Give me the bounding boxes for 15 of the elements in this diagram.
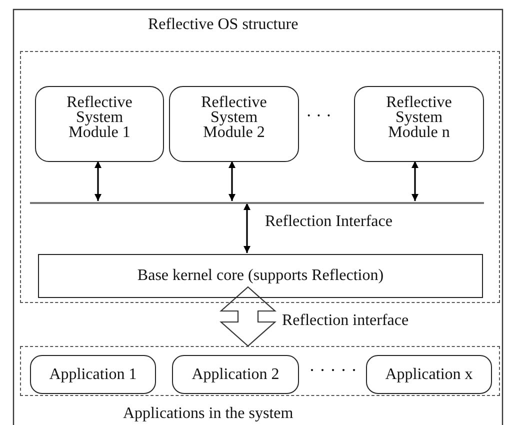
application-box: Application x (366, 355, 492, 394)
double-arrow (244, 203, 250, 253)
bus-line (30, 202, 484, 204)
double-arrow (94, 161, 102, 201)
application-box: Application 2 (172, 355, 299, 394)
double-arrow (412, 161, 418, 201)
double-arrow (228, 161, 236, 201)
kernel-box: Base kernel core (supports Reflection) (38, 254, 483, 298)
module-box: Reflective System Module 1 (35, 86, 164, 162)
module-box: Reflective System Module 2 (169, 86, 299, 162)
hollow-double-arrow (220, 286, 276, 347)
module-box: Reflective System Module n (354, 86, 484, 162)
group-heading: Applications in the system (123, 405, 294, 423)
group-heading: Reflective OS structure (148, 16, 298, 34)
application-box: Application 1 (30, 355, 156, 394)
